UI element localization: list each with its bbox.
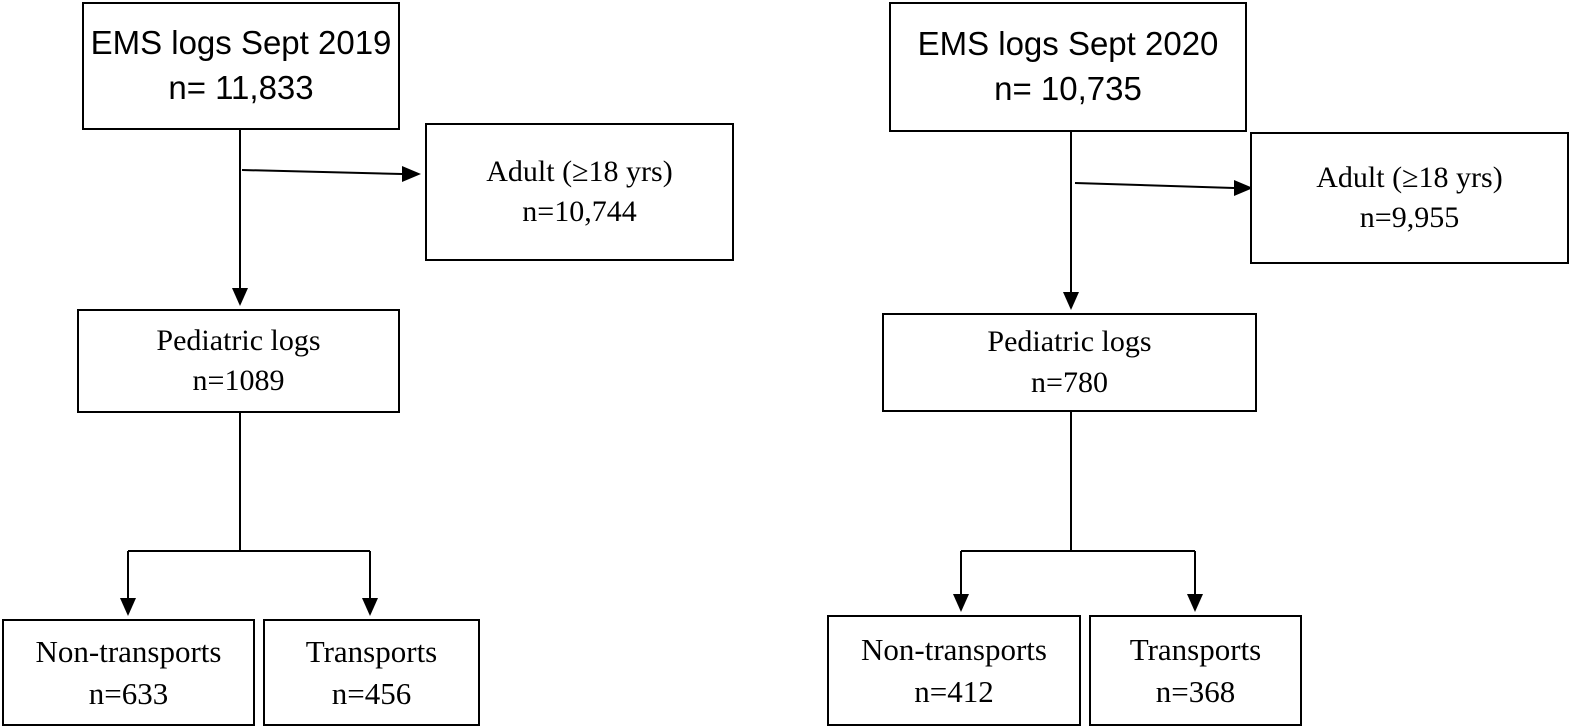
box-count: n=633 [88, 675, 169, 711]
box-adult-2020: Adult (≥18 yrs) n=9,955 [1250, 132, 1569, 264]
box-title: Non-transports [861, 631, 1047, 667]
box-ems-logs-2019: EMS logs Sept 2019 n= 11,833 [82, 2, 400, 130]
arrowhead-right-non-transports [953, 594, 969, 612]
box-title: Adult (≥18 yrs) [1316, 160, 1503, 194]
connector-right-to-adult [1074, 182, 1235, 189]
box-non-transports-2020: Non-transports n=412 [827, 615, 1081, 726]
box-non-transports-2019: Non-transports n=633 [2, 619, 255, 726]
box-title: Transports [1129, 631, 1262, 667]
box-transports-2019: Transports n=456 [263, 619, 480, 726]
box-pediatric-2020: Pediatric logs n=780 [882, 313, 1257, 412]
connector-left-to-adult [241, 169, 403, 175]
box-title: Non-transports [35, 633, 222, 669]
arrowhead-left-pediatric [232, 288, 248, 306]
box-count: n= 11,833 [168, 69, 314, 106]
box-count: n=780 [1031, 365, 1108, 399]
box-count: n=10,744 [522, 195, 637, 228]
arrowhead-left-transports [362, 598, 378, 616]
box-title: EMS logs Sept 2020 [917, 25, 1219, 63]
box-count: n=1089 [192, 364, 285, 397]
box-title: Transports [305, 633, 438, 669]
box-title: EMS logs Sept 2019 [90, 24, 392, 62]
box-ems-logs-2020: EMS logs Sept 2020 n= 10,735 [889, 2, 1247, 132]
box-adult-2019: Adult (≥18 yrs) n=10,744 [425, 123, 734, 261]
box-title: Adult (≥18 yrs) [486, 154, 673, 188]
box-count: n=9,955 [1359, 201, 1460, 234]
arrowhead-left-non-transports [120, 598, 136, 616]
box-count: n=368 [1155, 673, 1236, 709]
box-transports-2020: Transports n=368 [1089, 615, 1302, 726]
box-count: n= 10,735 [994, 70, 1142, 107]
arrowhead-right-pediatric [1063, 292, 1079, 310]
arrowhead-right-adult [1234, 180, 1253, 196]
arrowhead-right-transports [1187, 594, 1203, 612]
arrowhead-left-adult [402, 166, 421, 182]
box-count: n=456 [331, 675, 412, 711]
box-title: Pediatric logs [156, 323, 321, 357]
box-count: n=412 [914, 673, 994, 709]
box-title: Pediatric logs [987, 325, 1152, 358]
box-pediatric-2019: Pediatric logs n=1089 [77, 309, 400, 413]
